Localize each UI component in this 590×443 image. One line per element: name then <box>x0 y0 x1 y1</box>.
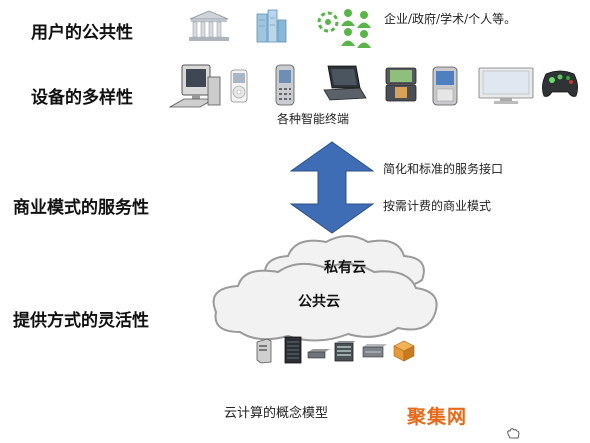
users-caption: 企业/政府/学术/个人等。 <box>384 12 517 26</box>
arrow-note-billing: 按需计费的商业模式 <box>383 199 492 213</box>
devices-caption: 各种智能终端 <box>277 112 350 126</box>
arrow-note-interface: 简化和标准的服务接口 <box>383 162 504 176</box>
heading-business-service: 商业模式的服务性 <box>13 198 149 218</box>
router-icon <box>392 340 416 366</box>
desktop-computer-icon <box>168 63 222 117</box>
gamepad-icon <box>540 66 580 104</box>
tower-server-icon <box>255 338 273 368</box>
flat-tv-icon <box>478 67 534 109</box>
cloud-diagram <box>208 228 458 357</box>
mp3-player-icon <box>230 69 248 107</box>
blade-server-icon <box>362 343 388 363</box>
private-cloud-label: 私有云 <box>324 260 366 276</box>
hand-cursor-icon <box>505 424 521 443</box>
office-buildings-icon <box>253 8 289 48</box>
heading-delivery-flexibility: 提供方式的灵活性 <box>13 311 149 331</box>
handheld-game-console-icon <box>384 66 420 108</box>
watermark-logo: 聚集网 <box>407 406 468 428</box>
diagram-caption: 云计算的概念模型 <box>224 406 329 421</box>
laptop-icon <box>320 64 368 108</box>
storage-array-icon <box>334 340 356 366</box>
double-arrow-icon <box>289 141 375 238</box>
people-group-icon <box>316 6 374 54</box>
heading-user-commonality: 用户的公共性 <box>31 23 133 43</box>
government-building-icon <box>188 10 230 46</box>
mobile-phone-icon <box>274 63 296 111</box>
smartphone-icon <box>432 66 458 110</box>
public-cloud-label: 公共云 <box>298 294 340 310</box>
network-switch-icon <box>307 345 331 364</box>
rack-server-icon <box>283 336 303 368</box>
public-cloud-shape <box>212 262 438 342</box>
heading-device-diversity: 设备的多样性 <box>31 88 133 108</box>
